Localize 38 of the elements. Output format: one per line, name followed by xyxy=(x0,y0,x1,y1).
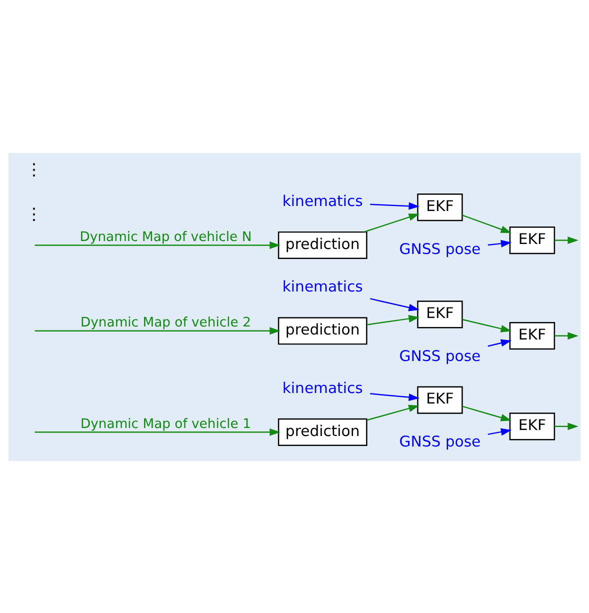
arrow xyxy=(34,240,280,248)
node-box: EKF xyxy=(417,386,463,414)
arrow xyxy=(554,422,578,430)
node-box: prediction xyxy=(278,316,368,344)
arrow xyxy=(554,236,578,244)
node-text: kinematics xyxy=(282,278,363,296)
arrow xyxy=(554,332,578,340)
node-text: GNSS pose xyxy=(399,240,481,258)
arrow xyxy=(462,318,512,332)
arrow xyxy=(370,298,420,311)
arrow xyxy=(364,213,420,232)
node-text: kinematics xyxy=(282,379,363,396)
node-box: EKF xyxy=(509,226,556,254)
arrow xyxy=(462,405,512,421)
arrow xyxy=(488,239,512,247)
node-box: EKF xyxy=(417,300,463,328)
arrow xyxy=(366,314,420,325)
node-box: EKF xyxy=(509,412,556,440)
arrow xyxy=(488,428,512,436)
arrow xyxy=(34,428,280,436)
node-box: EKF xyxy=(509,322,556,350)
arrow xyxy=(370,392,420,400)
node-box: prediction xyxy=(278,418,368,446)
arrow xyxy=(34,326,280,334)
node-text: GNSS pose xyxy=(399,347,481,364)
label: ⋮ xyxy=(26,204,42,224)
arrow xyxy=(370,202,420,210)
node-box: prediction xyxy=(278,230,368,259)
edge-label: Dynamic Map of vehicle N xyxy=(80,229,252,244)
node-text: GNSS pose xyxy=(399,433,481,450)
label: ⋮ xyxy=(26,160,42,179)
arrow xyxy=(488,338,512,346)
node-text: kinematics xyxy=(282,192,363,210)
edge-label: Dynamic Map of vehicle 2 xyxy=(80,315,251,330)
edge-label: Dynamic Map of vehicle 1 xyxy=(80,416,251,432)
arrow xyxy=(462,214,512,233)
arrow xyxy=(366,404,420,420)
node-box: EKF xyxy=(417,193,463,221)
